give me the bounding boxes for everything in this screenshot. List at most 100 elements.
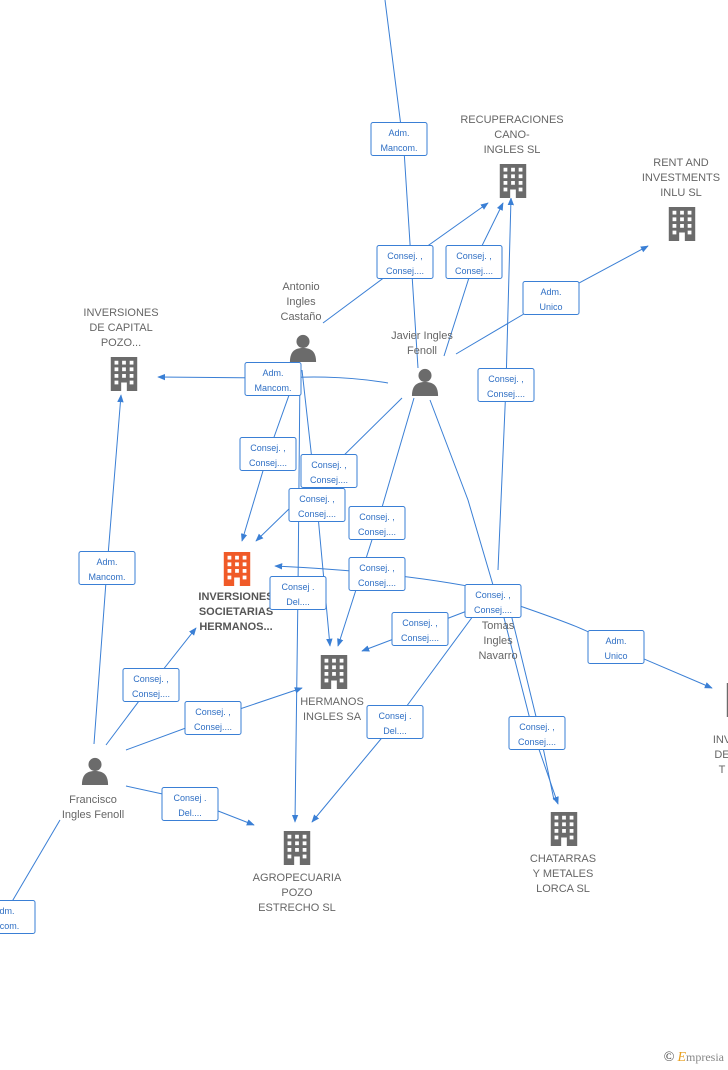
relation-label-r1[interactable]: Adm.Mancom. [370,122,428,156]
company-label-line: INGLES SL [484,144,541,156]
relation-box [239,437,297,471]
company-label-line: INGLES SA [303,711,362,723]
company-label-line: INVERSIONES [198,591,273,603]
person-label-line: Ingles [286,296,316,308]
relation-text: Consej.... [386,266,424,276]
relation-label-r9[interactable]: Consej. ,Consej.... [348,506,406,540]
relation-label-r16[interactable]: Adm.Unico [587,630,645,664]
relation-box [122,668,180,702]
relation-label-r6[interactable]: Consej. ,Consej.... [239,437,297,471]
relation-text: Consej. , [488,374,524,384]
relation-label-r4[interactable]: Adm.Unico [522,281,580,315]
relation-label-r11[interactable]: Consej .Del.... [269,576,327,610]
building-icon [223,552,251,586]
relation-label-r17[interactable]: Consej. ,Consej.... [508,716,566,750]
relation-text: Consej. , [299,494,335,504]
relation-box [348,506,406,540]
relation-text: Consej.... [401,633,439,643]
relation-text: Consej. , [359,563,395,573]
company-label-line: LORCA SL [536,883,590,895]
company-label-line: AGROPECUARIA [253,872,342,884]
relation-text: Del.... [383,726,407,736]
relation-box [78,551,136,585]
company-node-chatarras[interactable]: CHATARRAS Y METALES LORCA SL [530,812,596,895]
relation-text: Adm. [96,557,117,567]
relation-label-r13[interactable]: Adm. Mancom. [78,551,136,585]
relation-box [0,900,36,934]
relation-label-r10[interactable]: Consej. , Consej.... [348,557,406,591]
company-label-line: INV [713,734,728,746]
company-label-line: ESTRECHO SL [258,902,336,914]
relation-text: Consej.... [474,605,512,615]
company-label-line: Y METALES [533,868,594,880]
relation-text: Consej. , [133,674,169,684]
company-label-line: INLU SL [660,187,702,199]
person-label-line: Ingles Fenoll [62,809,124,821]
relation-label-r15[interactable]: Consej. ,Consej.... [464,584,522,618]
relation-label-r22[interactable]: dm.ncom. [0,900,36,934]
relation-box [477,368,535,402]
brand-logo-letter: E [677,1050,686,1065]
relation-label-r2[interactable]: Consej. , Consej.... [376,245,434,279]
relation-label-r8[interactable]: Consej. , Consej.... [288,488,346,522]
company-label-line: POZO [281,887,313,899]
building-icon [283,831,311,865]
relation-label-r3[interactable]: Consej. ,Consej.... [445,245,503,279]
relation-label-r21[interactable]: Consej .Del.... [161,787,219,821]
relation-box [508,716,566,750]
relation-text: Consej. , [195,707,231,717]
relation-text: Consej.... [358,578,396,588]
building-icon [668,207,696,241]
company-label-line: SOCIETARIAS [199,606,273,618]
relation-text: Consej. , [387,251,423,261]
copyright-icon: © [663,1050,675,1065]
relation-text: Unico [604,651,627,661]
relation-box [161,787,219,821]
relation-text: Consej. , [402,618,438,628]
relation-box [269,576,327,610]
relation-text: Consej. , [359,512,395,522]
relation-text: Del.... [178,808,202,818]
company-node-societarias[interactable]: INVERSIONESSOCIETARIASHERMANOS... [198,552,274,633]
relation-text: Consej. , [250,443,286,453]
edge-tomas-chatarras-2 [509,609,555,801]
relation-label-r5[interactable]: Adm.Mancom. [244,362,302,396]
relation-box [348,557,406,591]
building-icon [110,357,138,391]
relation-label-r14[interactable]: Consej. , Consej.... [391,612,449,646]
company-label-line: INVERSIONES [83,307,158,319]
relation-text: dm. [0,906,15,916]
brand-name: mpresia [686,1050,724,1064]
relation-label-r20[interactable]: Consej. ,Consej.... [184,701,242,735]
relation-box [522,281,580,315]
person-icon [411,368,439,396]
relation-label-r7[interactable]: Consej. ,Consej.... [300,454,358,488]
relation-text: Mancom. [88,572,125,582]
relation-text: Consej.... [298,509,336,519]
company-label-line: RENT AND [653,157,708,169]
company-label-line: CHATARRAS [530,853,596,865]
relation-label-r18[interactable]: Consej. , Consej.... [122,668,180,702]
company-label-line: RECUPERACIONES [460,114,563,126]
company-node-agropecuaria[interactable]: AGROPECUARIA POZO ESTRECHO SL [253,831,342,914]
relation-label-r19[interactable]: Consej .Del.... [366,705,424,739]
brand-watermark: © Empresia [664,1050,724,1066]
person-icon [289,334,317,362]
relation-box [300,454,358,488]
relation-label-r12[interactable]: Consej. , Consej.... [477,368,535,402]
relation-box [184,701,242,735]
relation-text: Consej . [281,582,314,592]
company-label-line: DE [714,749,728,761]
relation-text: Consej.... [132,689,170,699]
relation-text: Consej.... [487,389,525,399]
